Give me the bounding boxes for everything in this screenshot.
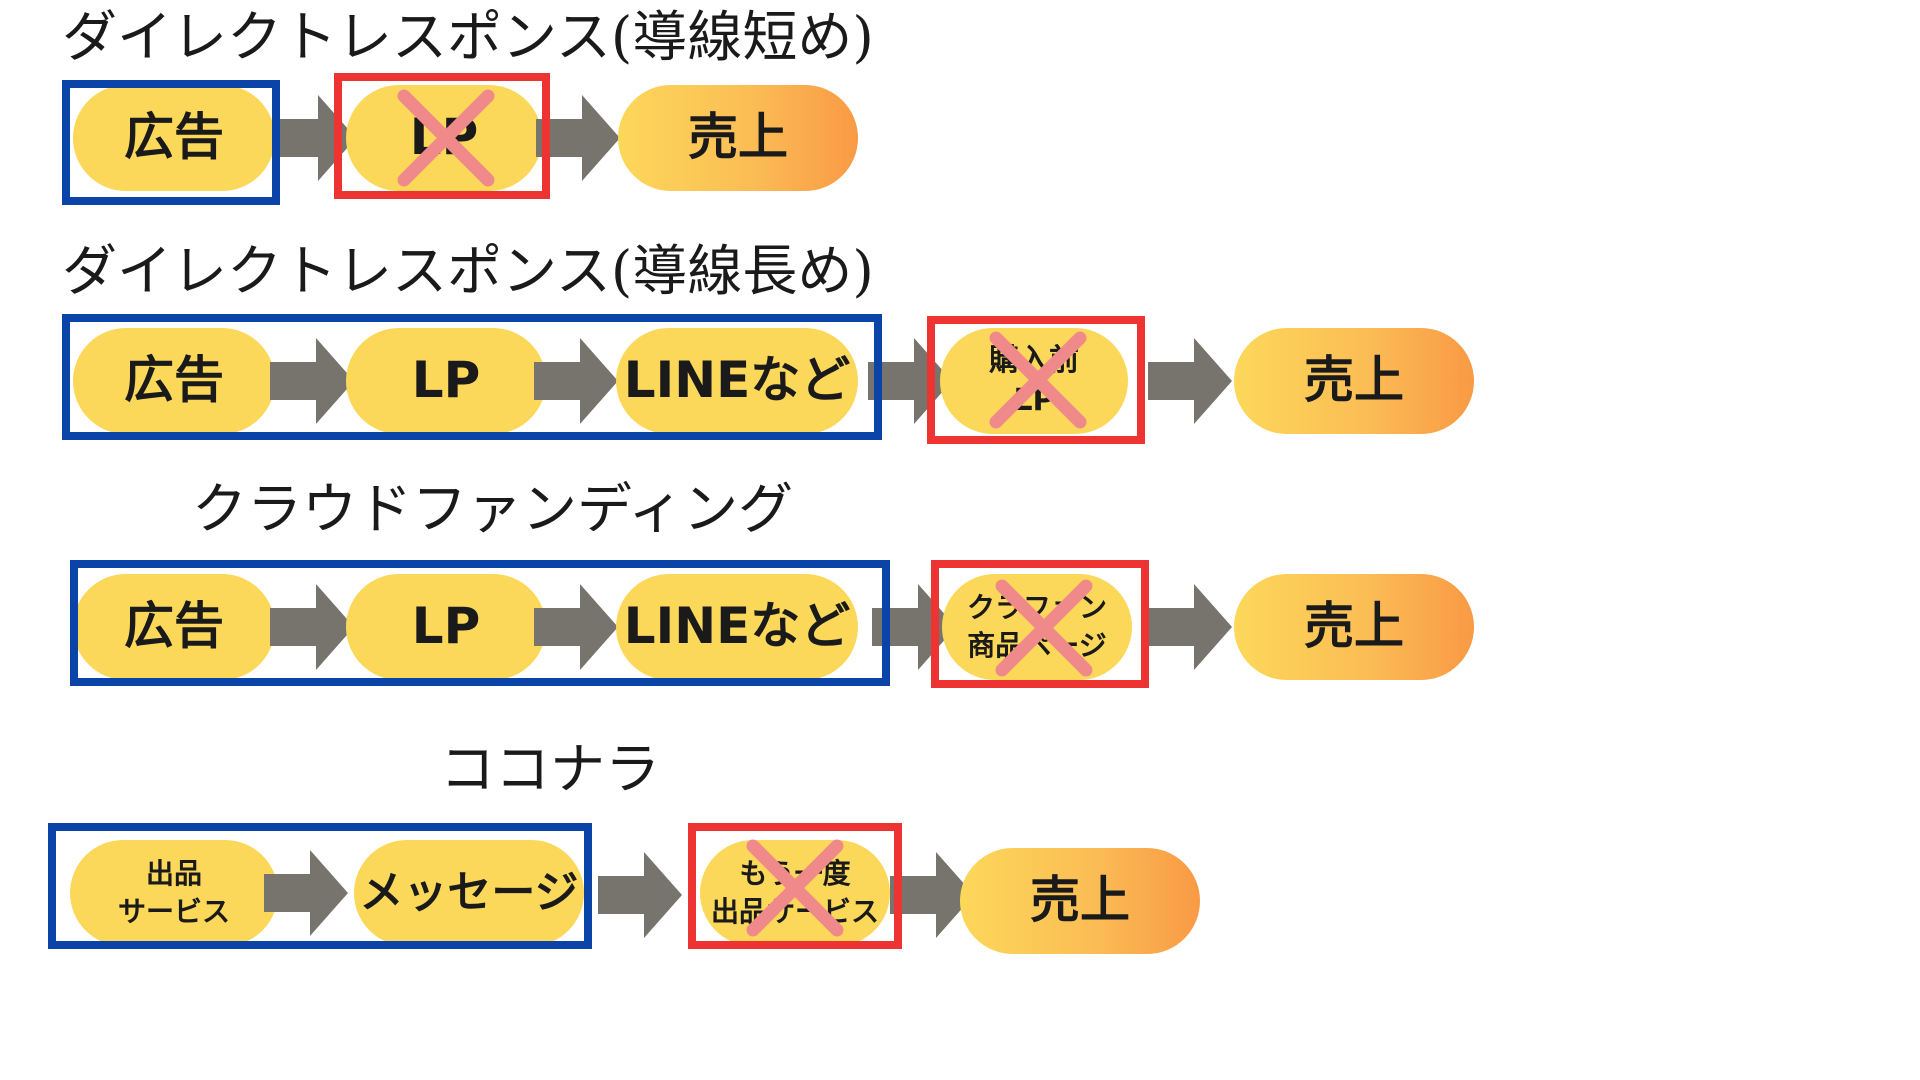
flow2-keep-box (62, 314, 882, 440)
flow4-step-message: メッセージ (354, 840, 584, 946)
right-arrow-icon (536, 95, 620, 181)
cross-mark-icon (397, 89, 495, 187)
flow1-step-ad: 広告 (73, 85, 275, 191)
flow1-title: ダイレクトレスポンス(導線短め) (62, 5, 874, 69)
right-arrow-icon (1148, 584, 1232, 670)
flow3-step-lp: LP (346, 574, 546, 680)
right-arrow-icon (534, 584, 618, 670)
flow1-step-sales: 売上 (618, 85, 858, 191)
flow3-step-line: LINEなど (616, 574, 858, 680)
flow4-step-listing: 出品 サービス (70, 840, 278, 946)
cross-mark-icon (995, 579, 1093, 677)
right-arrow-icon (890, 852, 974, 938)
flow2-step-sales: 売上 (1234, 328, 1474, 434)
flow2-cut-box (927, 316, 1145, 444)
right-arrow-icon (270, 584, 354, 670)
flow3-step-sales: 売上 (1234, 574, 1474, 680)
right-arrow-icon (264, 850, 348, 936)
flow2-title: ダイレクトレスポンス(導線長め) (62, 239, 874, 303)
flow4-keep-box (48, 823, 592, 949)
flow1-cut-box (334, 73, 550, 199)
flow4-title: ココナラ (440, 737, 661, 801)
right-arrow-icon (1148, 338, 1232, 424)
flow2-step-line: LINEなど (616, 328, 858, 434)
right-arrow-icon (270, 338, 354, 424)
flow2-step-lp: LP (346, 328, 546, 434)
flow3-cut-box (931, 560, 1149, 688)
flow1-keep-box (62, 80, 280, 205)
flow3-step-ad: 広告 (73, 574, 275, 680)
flow3-title: クラウドファンディング (192, 477, 794, 541)
cross-mark-icon (746, 839, 844, 937)
right-arrow-icon (534, 338, 618, 424)
flow4-cut-box (688, 823, 902, 949)
right-arrow-icon (598, 852, 682, 938)
flow3-keep-box (70, 560, 890, 686)
cross-mark-icon (989, 331, 1087, 429)
flow4-step-sales: 売上 (960, 848, 1200, 954)
flow2-step-ad: 広告 (73, 328, 275, 434)
